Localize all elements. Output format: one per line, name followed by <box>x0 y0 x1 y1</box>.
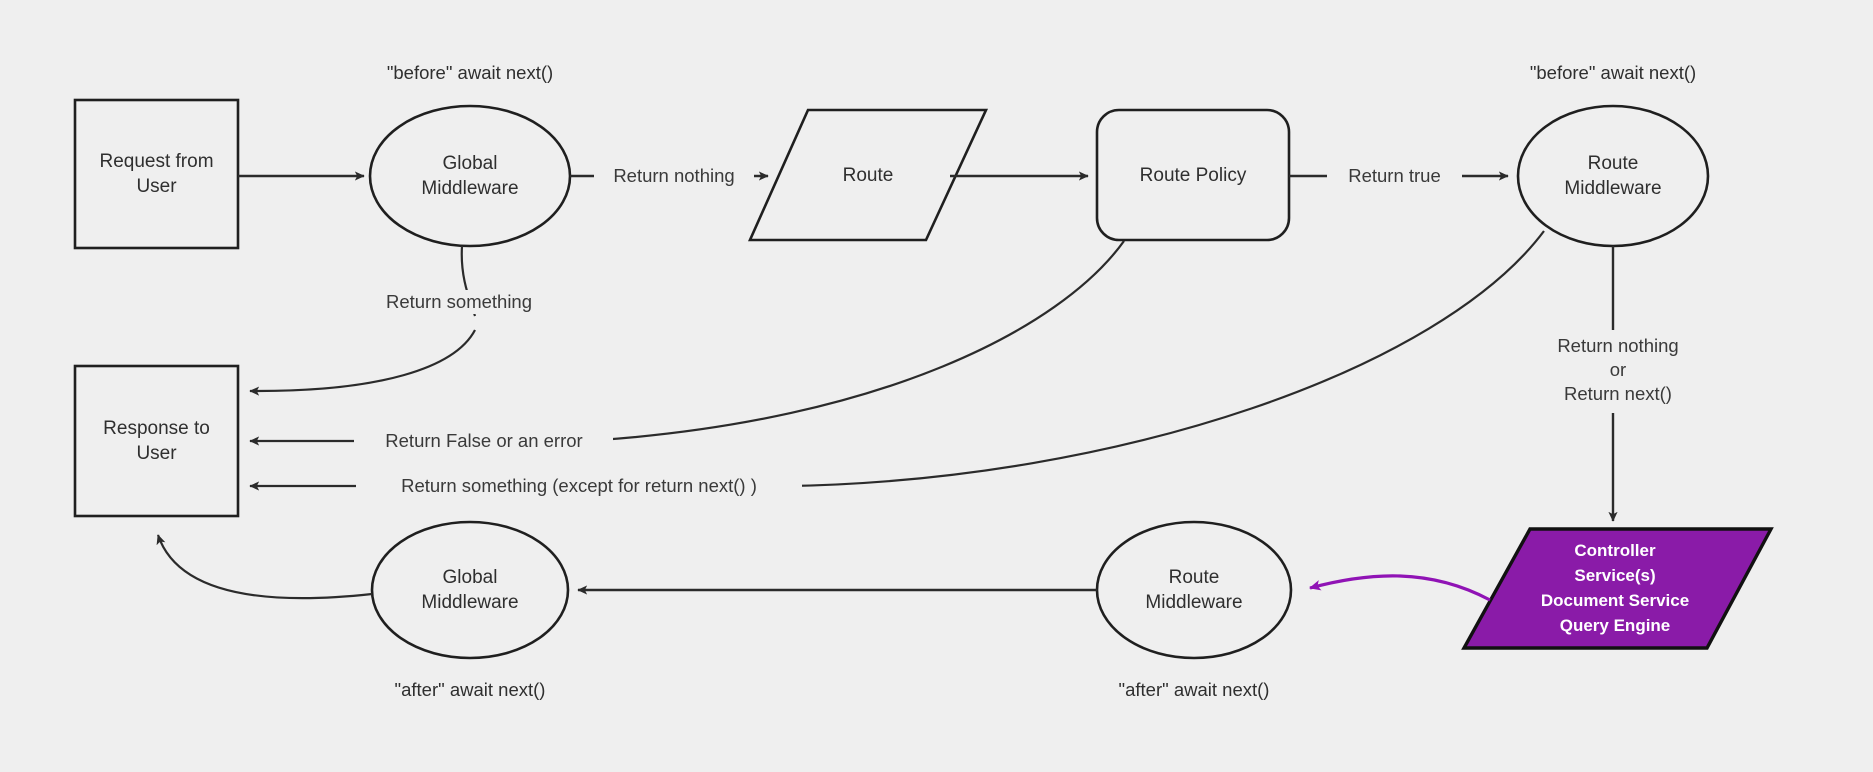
node-global-middleware-after-shape <box>370 520 570 660</box>
edge-label-return-false-or-error: Return False or an error <box>355 429 613 453</box>
node-route-middleware-after[interactable] <box>1097 522 1291 658</box>
node-route-policy[interactable] <box>1097 110 1289 240</box>
node-response-to-user[interactable] <box>75 366 238 516</box>
node-global-middleware-before[interactable] <box>370 106 570 246</box>
node-route-shape <box>747 108 989 242</box>
edge-label-return-something-global: Return something <box>364 290 554 314</box>
edge-route-policy-return-false <box>599 240 1125 442</box>
edge-global-middleware-after-to-response <box>156 534 373 600</box>
edge-label-return-nothing-or-next: Return nothing or Return next() <box>1523 334 1713 406</box>
annotation-before-global-middleware: "before" await next() <box>386 62 554 83</box>
node-controller[interactable] <box>1464 529 1771 648</box>
edge-controller-to-route-middleware-after <box>1309 574 1491 602</box>
annotation-after-global-middleware: "after" await next() <box>394 679 546 700</box>
annotation-after-route-middleware: "after" await next() <box>1118 679 1270 700</box>
node-request-from-user-shape <box>73 98 240 250</box>
node-route-middleware-before[interactable] <box>1518 106 1708 246</box>
node-request-from-user[interactable] <box>75 100 238 248</box>
annotation-before-route-middleware: "before" await next() <box>1529 62 1697 83</box>
edge-route-middleware-return-something-except <box>789 230 1545 488</box>
edge-label-return-nothing: Return nothing <box>594 164 754 188</box>
edge-label-return-something-except-next: Return something (except for return next… <box>356 474 802 498</box>
edge-label-return-true: Return true <box>1327 164 1462 188</box>
node-route[interactable] <box>750 110 986 240</box>
edge-global-middleware-return-something-tail <box>249 329 476 396</box>
node-response-to-user-shape <box>73 364 240 518</box>
node-global-middleware-after[interactable] <box>372 522 568 658</box>
node-controller-shape <box>1461 527 1774 650</box>
